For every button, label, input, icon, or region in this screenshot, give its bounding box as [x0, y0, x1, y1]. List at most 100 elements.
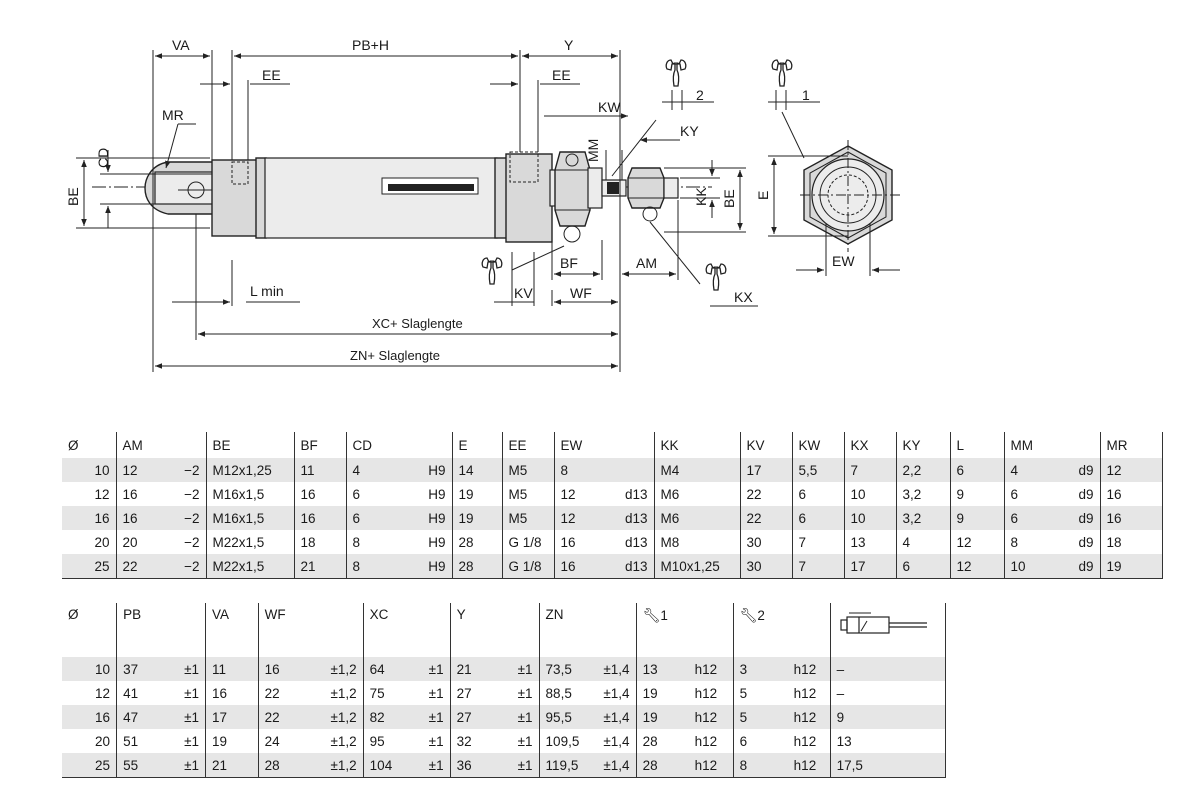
label-zn: ZN+ Slaglengte	[350, 348, 440, 363]
header-mounting-pictogram	[829, 603, 947, 657]
table-cell: 28	[635, 729, 689, 753]
label-xc: XC+ Slaglengte	[372, 316, 463, 331]
label-cd: CD	[95, 148, 111, 168]
table-cell: 11	[293, 458, 346, 482]
table-cell: ±1	[428, 733, 444, 749]
header-cell: EW	[553, 432, 654, 458]
header-cell: KX	[843, 432, 896, 458]
table-cell: ±1,2	[310, 705, 364, 729]
table-cell: 19	[451, 506, 502, 530]
table-cell: 17	[205, 705, 259, 729]
table-cell: ±1	[184, 685, 200, 701]
table-cell: 28	[257, 753, 311, 778]
table-cell: 16	[553, 554, 606, 579]
table-cell: 18	[293, 530, 346, 554]
table-cell: h12	[688, 753, 734, 778]
table-cell: 14	[451, 458, 502, 482]
table1-header-row: Ø AM BE BF CD E EE EW KK KV KW KX KY L M…	[62, 432, 1163, 458]
table-cell: h12	[787, 657, 831, 681]
table-cell: h12	[694, 733, 718, 749]
wrench-icon	[771, 59, 793, 87]
label-kv: KV	[514, 285, 533, 301]
table-cell: M12x1,25	[205, 458, 294, 482]
table-cell: 12	[949, 530, 1004, 554]
table-cell: ±1,4	[603, 733, 630, 749]
table-cell: ±1	[415, 753, 451, 778]
rear-clevis	[144, 161, 216, 215]
table-cell: d9	[1078, 486, 1094, 502]
table-cell: −2	[156, 506, 206, 530]
table-cell: d13	[624, 534, 648, 550]
table-cell: M22x1,5	[205, 554, 294, 579]
dimensions-table-1: Ø AM BE BF CD E EE EW KK KV KW KX KY L M…	[62, 432, 1163, 579]
end-view	[800, 140, 900, 252]
table-cell: H9	[404, 458, 452, 482]
table-cell: h12	[793, 733, 817, 749]
table-cell: 8	[1003, 530, 1062, 554]
label-mm: MM	[585, 139, 601, 162]
table-cell: M22x1,5	[205, 530, 294, 554]
header-cell: BF	[293, 432, 346, 458]
table-cell: 5	[732, 705, 788, 729]
label-wrench-2: 2	[696, 87, 704, 103]
table-cell: 27	[449, 681, 505, 705]
table-cell: ±1	[171, 705, 206, 729]
label-am: AM	[636, 255, 657, 271]
table-cell: d13	[606, 554, 654, 579]
table-cell: 25	[62, 753, 117, 778]
header-cell: PB	[116, 603, 206, 657]
table-cell: ±1	[517, 685, 533, 701]
table-cell: −2	[184, 534, 200, 550]
table-cell: 16	[62, 705, 117, 729]
table-cell: 22	[739, 482, 792, 506]
table-cell: M10x1,25	[653, 554, 740, 579]
table-cell: ±1	[171, 753, 206, 778]
table-cell: 13	[843, 530, 896, 554]
table-cell: 6	[895, 554, 950, 579]
table-cell: ±1,2	[310, 657, 364, 681]
label-e: E	[755, 191, 771, 200]
table-cell: 8	[345, 554, 404, 579]
table-cell: 41	[116, 681, 172, 705]
table-cell: 8	[732, 753, 788, 778]
header-wrench-2: 🔧︎2	[732, 603, 831, 657]
table-cell: M5	[501, 458, 554, 482]
table-cell: 2,2	[895, 458, 950, 482]
label-ew: EW	[832, 253, 855, 269]
table-cell: ±1,4	[603, 685, 630, 701]
table-cell: h12	[793, 685, 817, 701]
table-cell: 3,2	[895, 482, 950, 506]
table-cell: 19	[451, 482, 502, 506]
table-cell: M16x1,5	[205, 482, 294, 506]
table-cell: 3,2	[895, 506, 950, 530]
label-kx: KX	[734, 289, 753, 305]
table-cell: 37	[116, 657, 172, 681]
table-cell: 30	[739, 554, 792, 579]
table-cell: 64	[362, 657, 416, 681]
table-cell: M6	[653, 482, 740, 506]
table-cell: G 1/8	[501, 530, 554, 554]
table-cell: h12	[688, 657, 734, 681]
table-cell: 73,5	[538, 657, 594, 681]
table-cell: 28	[635, 753, 689, 778]
table-cell: 4	[345, 458, 404, 482]
table-cell: ±1,2	[310, 753, 364, 778]
header-cell: KW	[791, 432, 844, 458]
table-cell	[606, 458, 654, 482]
table-cell: 10	[843, 482, 896, 506]
label-be-left: BE	[65, 187, 81, 206]
table-cell: d13	[624, 486, 648, 502]
table-cell: ±1	[504, 705, 540, 729]
table-cell: 16	[257, 657, 311, 681]
table-cell: 16	[115, 506, 156, 530]
header-cell: XC	[362, 603, 451, 657]
table-cell: 16	[1099, 482, 1163, 506]
table-cell: 10	[843, 506, 896, 530]
